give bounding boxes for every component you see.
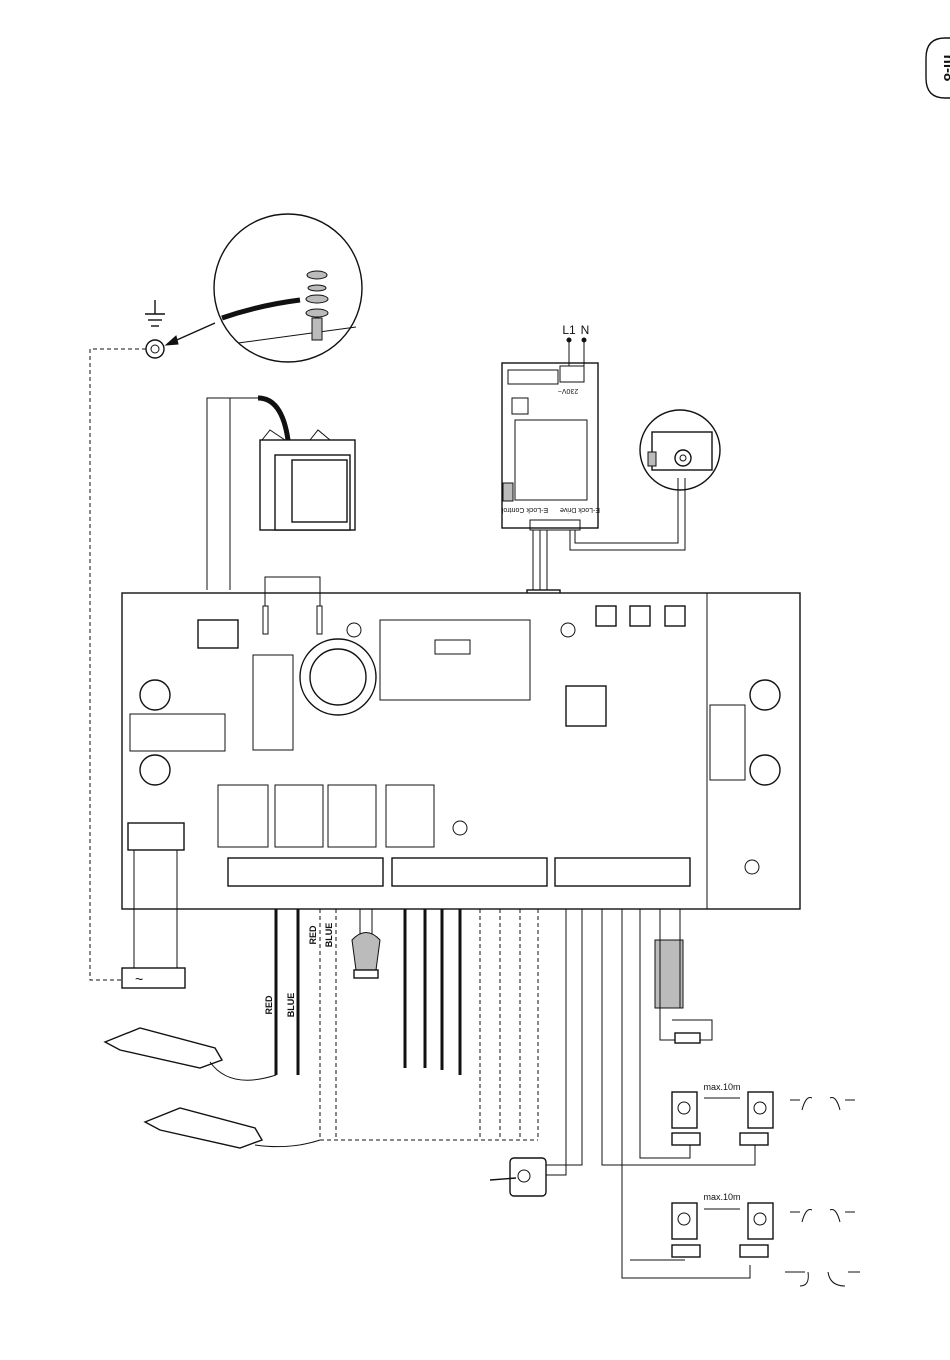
transformer-secondary xyxy=(122,968,185,988)
elock-module-drive-label: E-Lock Drive xyxy=(560,506,600,513)
key-selector xyxy=(490,909,582,1196)
distance-label-1: max.10m xyxy=(703,1082,740,1092)
mains-n-label: N xyxy=(581,323,590,337)
control-board xyxy=(122,577,800,909)
page-tab-label: nl-8 xyxy=(940,55,950,82)
ground-symbol xyxy=(145,300,165,358)
electric-lock xyxy=(640,410,720,490)
wire-label-red-upper: RED xyxy=(308,925,318,945)
gate-motor-2 xyxy=(145,1108,320,1148)
wire-label-red-lower: RED xyxy=(264,995,274,1015)
elock-module: 230V~ E-Lock Control E-Lock Drive xyxy=(501,363,600,530)
photocell-pair-2: max.10m xyxy=(672,1192,773,1257)
flashing-lamp xyxy=(352,909,380,978)
mains-labels: L1 N xyxy=(562,323,589,366)
mains-l1-label: L1 xyxy=(562,323,576,337)
elock-control-wires xyxy=(533,530,547,592)
transformer xyxy=(258,398,355,530)
wire-label-blue-lower: BLUE xyxy=(286,993,296,1018)
photocell-pair-1: max.10m xyxy=(672,1082,773,1145)
elock-module-control-label: E-Lock Control xyxy=(501,506,548,513)
elock-module-rating: 230V~ xyxy=(558,387,578,394)
distance-label-2: max.10m xyxy=(703,1192,740,1202)
wire-label-blue-upper: BLUE xyxy=(324,923,334,948)
gate-motor-1 xyxy=(105,1028,276,1080)
transformer-feed-wires xyxy=(207,398,258,590)
ac-symbol: ~ xyxy=(135,971,143,987)
page-tab: nl-8 xyxy=(926,38,950,98)
ground-lug-detail xyxy=(214,214,362,362)
direction-symbols xyxy=(785,1098,860,1287)
